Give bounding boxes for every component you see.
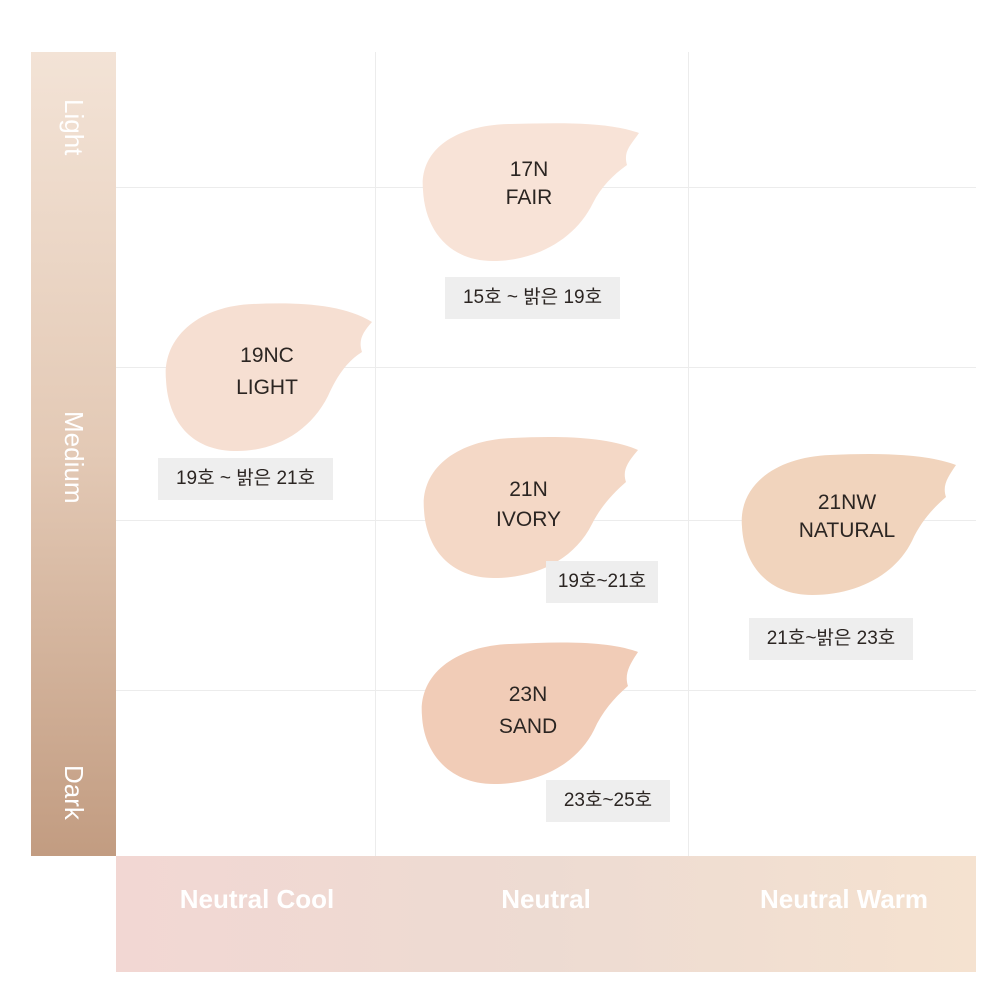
axis-label-dark: Dark bbox=[59, 764, 89, 820]
axis-label-neutral-warm: Neutral Warm bbox=[759, 884, 929, 914]
shade-code: 19NC bbox=[240, 344, 294, 367]
swatch-blob bbox=[741, 454, 956, 595]
axis-label-neutral-cool: Neutral Cool bbox=[179, 884, 335, 914]
shade-code: 21N bbox=[509, 478, 548, 501]
shade-swatch-21n: 21N IVORY bbox=[416, 432, 641, 582]
shade-range-17n: 15호 ~ 밝은 19호 bbox=[445, 277, 620, 319]
depth-axis: Light Medium Dark bbox=[31, 52, 116, 856]
swatch-blob bbox=[422, 123, 639, 261]
shade-range-19nc: 19호 ~ 밝은 21호 bbox=[158, 458, 333, 500]
shade-code: 17N bbox=[509, 158, 549, 181]
shade-code: 21NW bbox=[817, 491, 877, 514]
shade-name: NATURAL bbox=[798, 519, 896, 542]
shade-name: IVORY bbox=[496, 508, 561, 531]
shade-range-21nw: 21호~밝은 23호 bbox=[749, 618, 913, 660]
swatch-blob bbox=[165, 303, 372, 452]
shade-swatch-17n: 17N FAIR bbox=[415, 115, 643, 265]
swatch-blob bbox=[421, 642, 638, 784]
axis-label-medium: Medium bbox=[59, 410, 89, 504]
shade-code: 23N bbox=[508, 683, 548, 706]
shade-swatch-21nw: 21NW NATURAL bbox=[734, 447, 960, 599]
shade-swatch-23n: 23N SAND bbox=[414, 634, 642, 788]
swatch-blob bbox=[423, 437, 638, 578]
shade-range-23n: 23호~25호 bbox=[546, 780, 670, 822]
grid-line bbox=[688, 52, 689, 856]
shade-name: LIGHT bbox=[236, 376, 298, 399]
grid-line bbox=[375, 52, 376, 856]
shade-swatch-19nc: 19NC LIGHT bbox=[158, 300, 376, 455]
shade-range-21n: 19호~21호 bbox=[546, 561, 658, 603]
shade-name: FAIR bbox=[505, 186, 553, 209]
axis-label-light: Light bbox=[59, 98, 89, 156]
undertone-axis: Neutral Cool Neutral Neutral Warm bbox=[116, 856, 976, 972]
grid-line bbox=[116, 367, 976, 368]
shade-name: SAND bbox=[498, 715, 558, 738]
axis-label-neutral: Neutral bbox=[501, 884, 591, 914]
